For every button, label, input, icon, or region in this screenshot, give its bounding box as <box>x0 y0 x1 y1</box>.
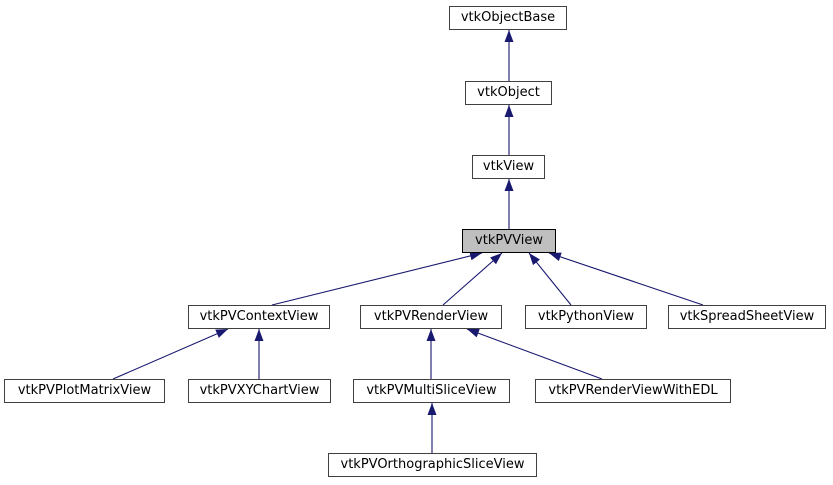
node-vtkpvrenderviewwithedl[interactable]: vtkPVRenderViewWithEDL <box>535 379 731 403</box>
node-vtkpvorthographicsliceview[interactable]: vtkPVOrthographicSliceView <box>328 453 537 477</box>
node-vtkpythonview[interactable]: vtkPythonView <box>525 305 647 329</box>
node-vtkpvplotmatrixview[interactable]: vtkPVPlotMatrixView <box>4 379 165 403</box>
node-vtkpvrenderview[interactable]: vtkPVRenderView <box>360 305 502 329</box>
node-vtkpvxychartview[interactable]: vtkPVXYChartView <box>188 379 331 403</box>
edge-vtkpvrenderviewwithedl-to-vtkpvrenderview <box>466 328 603 380</box>
node-vtkspreadsheetview[interactable]: vtkSpreadSheetView <box>668 305 826 329</box>
node-vtkobjectbase[interactable]: vtkObjectBase <box>449 6 567 30</box>
edge-vtkpvrenderview-to-vtkpvview <box>442 252 503 306</box>
node-vtkobject[interactable]: vtkObject <box>465 81 552 105</box>
node-vtkpvmultisliceview[interactable]: vtkPVMultiSliceView <box>353 379 510 403</box>
node-vtkview[interactable]: vtkView <box>472 155 545 179</box>
edge-vtkspreadsheetview-to-vtkpvview <box>548 252 704 306</box>
edge-vtkpythonview-to-vtkpvview <box>528 252 572 306</box>
edge-vtkpvcontextview-to-vtkpvview <box>271 251 483 306</box>
node-vtkpvcontextview[interactable]: vtkPVContextView <box>188 305 330 329</box>
edge-vtkpvplotmatrixview-to-vtkpvcontextview <box>112 328 229 380</box>
node-vtkpvview-current: vtkPVView <box>462 229 556 253</box>
